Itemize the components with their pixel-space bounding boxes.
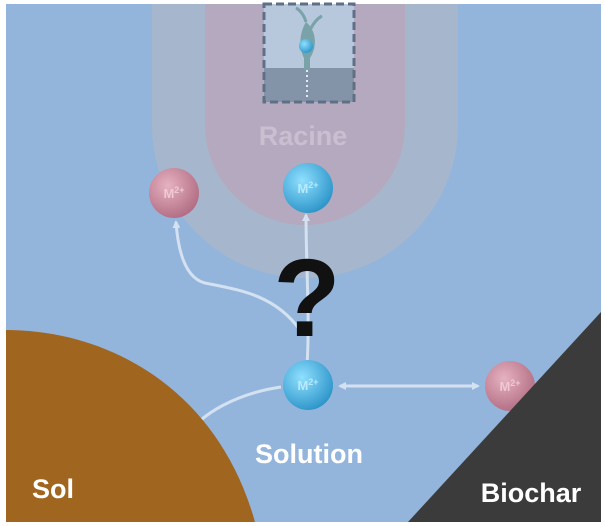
root-label: Racine — [259, 121, 348, 151]
biochar-region — [408, 312, 601, 522]
biochar-label: Biochar — [481, 478, 582, 508]
inset-ion-icon — [299, 39, 313, 53]
soil-region — [6, 330, 255, 522]
ion-root-uptake: M2+ — [283, 163, 333, 213]
ion-root-surface: M2+ — [149, 168, 199, 218]
solution-label: Solution — [255, 439, 363, 469]
arrow-solution-to-root-ion — [302, 213, 311, 366]
svg-text:M2+: M2+ — [297, 377, 318, 393]
soil-label: Sol — [32, 474, 74, 504]
ion-solution: M2+ — [283, 360, 333, 410]
svg-text:M2+: M2+ — [499, 378, 520, 394]
question-mark: ? — [273, 237, 340, 360]
svg-text:M2+: M2+ — [163, 185, 184, 201]
root-inset — [262, 2, 356, 104]
arrow-to-root-surface-ion — [172, 220, 302, 331]
svg-text:M2+: M2+ — [297, 180, 318, 196]
